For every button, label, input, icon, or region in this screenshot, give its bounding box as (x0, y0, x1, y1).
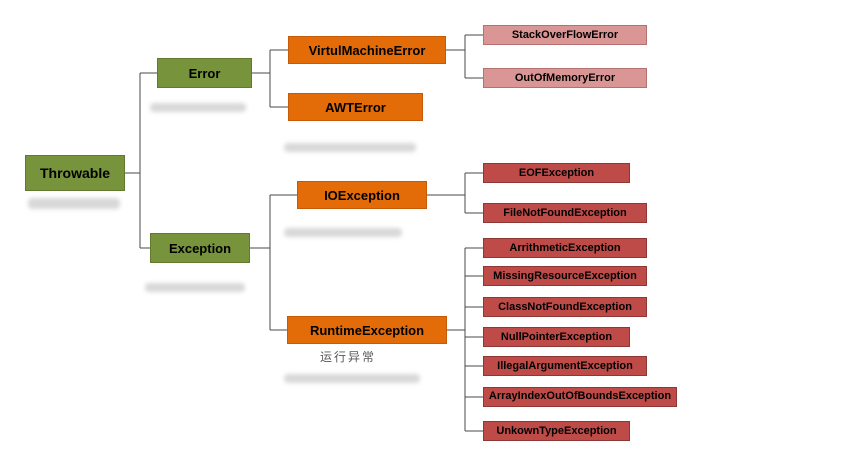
node-missingresourceexception: MissingResourceException (483, 266, 647, 286)
redacted-note-throwable (28, 198, 120, 209)
node-nullpointerexception: NullPointerException (483, 327, 630, 347)
node-arrayindexoutofboundsexception: ArrayIndexOutOfBoundsException (483, 387, 677, 407)
redacted-note-error (150, 103, 246, 112)
connector-throwable-children (125, 72, 157, 249)
node-outofmemoryerror: OutOfMemoryError (483, 68, 647, 88)
connector-error-children (252, 49, 288, 108)
node-stackoverflowerror: StackOverFlowError (483, 25, 647, 45)
node-eofexception: EOFException (483, 163, 630, 183)
node-exception: Exception (150, 233, 250, 263)
redacted-note-ioexception (284, 228, 402, 237)
connector-exception-children (250, 194, 297, 331)
node-awterror: AWTError (288, 93, 423, 121)
node-illegalargumentexception: IllegalArgumentException (483, 356, 647, 376)
runtime-exception-caption: 运行异常 (320, 350, 377, 364)
connector-runtime-children (447, 247, 483, 432)
connector-vme-children (446, 34, 483, 79)
node-arrithmeticexception: ArrithmeticException (483, 238, 647, 258)
node-unkowntypeexception: UnkownTypeException (483, 421, 630, 441)
node-virtulmachineerror: VirtulMachineError (288, 36, 446, 64)
connector-ioexception-children (427, 172, 483, 214)
node-ioexception: IOException (297, 181, 427, 209)
node-classnotfoundexception: ClassNotFoundException (483, 297, 647, 317)
redacted-note-exception (145, 283, 245, 292)
redacted-note-awterror (284, 143, 416, 152)
redacted-note-runtime (284, 374, 420, 383)
node-runtimeexception: RuntimeException (287, 316, 447, 344)
node-filenotfoundexception: FileNotFoundException (483, 203, 647, 223)
node-error: Error (157, 58, 252, 88)
node-throwable: Throwable (25, 155, 125, 191)
